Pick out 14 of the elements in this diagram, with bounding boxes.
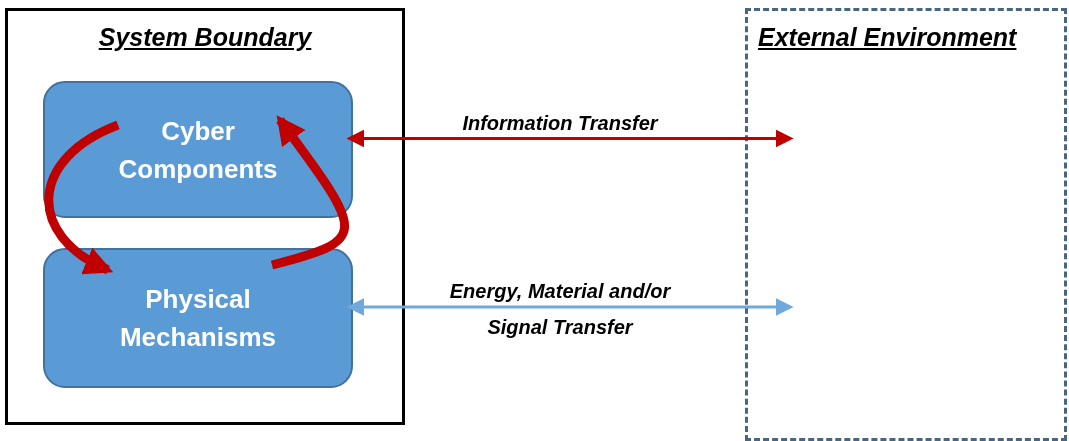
edge-label: Information Transfer (461, 110, 660, 136)
boundary-box (745, 8, 1067, 441)
arrow (346, 298, 794, 316)
component-box (43, 81, 353, 218)
edge-label: Energy, Material and/or Signal Transfer (448, 279, 672, 340)
component-label: Cyber Components (117, 114, 279, 186)
arrow (44, 120, 120, 274)
boundary-box (5, 8, 405, 425)
arrow (346, 129, 794, 148)
component-box (43, 248, 353, 388)
arrow (270, 115, 350, 270)
boundary-title: System Boundary (98, 22, 312, 53)
component-label: Physical Mechanisms (118, 283, 278, 354)
boundary-title: External Environment (758, 22, 1017, 53)
